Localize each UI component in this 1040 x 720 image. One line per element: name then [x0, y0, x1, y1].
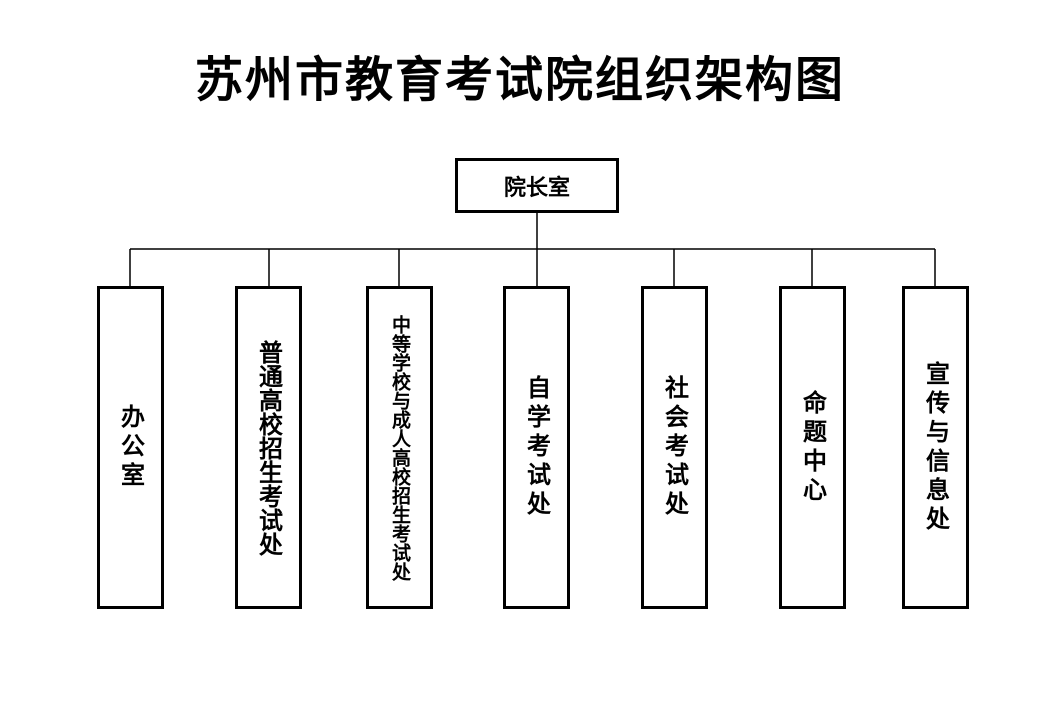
dept-box-self-study-exams: 自学考试处	[503, 286, 570, 609]
dept-label-general-admissions: 普通高校招生考试处	[254, 339, 283, 556]
dept-label-publicity-info: 宣传与信息处	[921, 360, 950, 535]
dept-label-social-exams: 社会考试处	[660, 375, 689, 520]
dept-label-office: 办公室	[116, 404, 145, 491]
dept-box-publicity-info: 宣传与信息处	[902, 286, 969, 609]
dept-label-item-writing-center: 命题中心	[798, 389, 827, 506]
dept-box-general-admissions: 普通高校招生考试处	[235, 286, 302, 609]
dept-box-office: 办公室	[97, 286, 164, 609]
root-node-label: 院长室	[503, 175, 570, 201]
dept-label-secondary-adult-admissions: 中等学校与成人高校招生考试处	[389, 314, 411, 581]
dept-label-self-study-exams: 自学考试处	[522, 375, 551, 520]
dept-box-secondary-adult-admissions: 中等学校与成人高校招生考试处	[366, 286, 433, 609]
dept-box-social-exams: 社会考试处	[641, 286, 708, 609]
dept-box-item-writing-center: 命题中心	[779, 286, 846, 609]
root-node-box: 院长室	[455, 158, 619, 213]
page-title: 苏州市教育考试院组织架构图	[194, 52, 845, 108]
